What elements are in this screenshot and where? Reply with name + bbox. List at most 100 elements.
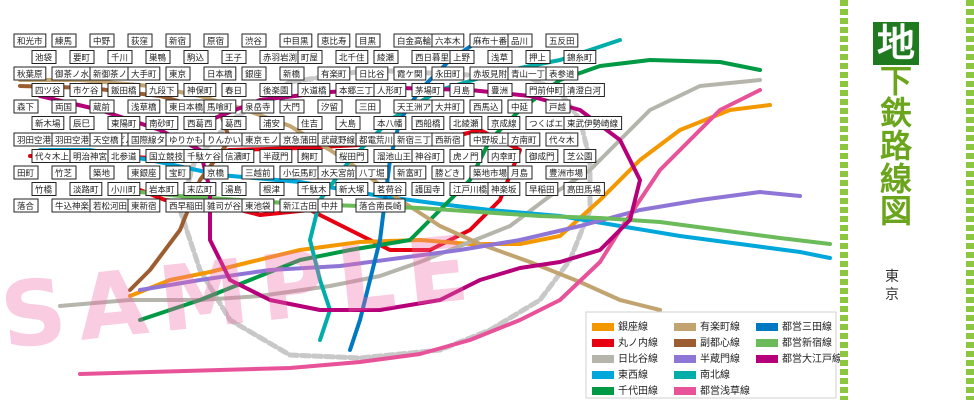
station-label: 落合 [17,201,35,212]
station: 恵比寿 [317,33,351,48]
station: 茗荷谷 [373,182,407,196]
station: 新宿 [165,33,191,48]
station: 住吉 [297,116,323,130]
station-label: 東陽町 [111,119,137,130]
station: 桜田門 [335,149,369,163]
station-label: 京成線 [491,119,517,130]
station: 神楽坂 [487,182,521,196]
station-label: 中目黒 [283,36,309,47]
station-box [297,149,323,163]
station-box [127,99,161,114]
station: 飯田橋 [107,83,141,97]
station-box [431,165,465,180]
station-box [507,165,533,180]
station-label: 門前仲町 [529,86,564,97]
station-box [525,182,559,196]
line-legend: 銀座線丸ノ内線日比谷線東西線千代田線有楽町線副都心線半蔵門線南北線都営浅草線都営… [584,310,842,400]
station: 中井 [317,198,343,213]
station-label: 秋葉原 [17,69,43,80]
station-label: 浦安 [263,119,280,130]
station: 東銀座 [127,165,161,180]
station-box [69,50,95,64]
legend-item: 有楽町線 [674,318,740,333]
station: 春日 [221,83,247,97]
station-label: 代々木 [549,135,575,146]
station-box [241,198,275,213]
station: 南砂町 [145,116,179,130]
station: 水道橋 [297,83,331,97]
station-label: 水道橋 [301,86,327,97]
station-box [51,99,77,114]
station-label: 竹芝 [55,168,73,179]
chiyoda-line [138,58,762,322]
station: 永田町 [431,66,465,81]
station: 水天宮前 [317,165,359,180]
legend-item: 都営浅草線 [674,382,750,397]
station-label: 浅草 [491,53,509,64]
station-label: 武蔵野線 [321,135,356,146]
station-label: 末広町 [187,185,213,196]
legend-label: 都営大江戸線 [782,354,842,365]
station: 品川 [507,33,533,48]
station-label: 上野 [453,54,471,64]
station-box [259,116,285,130]
legend-item: 東西線 [592,366,648,381]
station: 浅草橋 [127,99,161,114]
station-box [487,182,521,196]
station-label: 錦糸町 [567,53,593,64]
station-label: 千駄ケ谷 [187,152,222,163]
station-label: 東銀座 [131,168,157,179]
station-label: 麻布十番 [473,36,508,47]
station-label: 綾瀬 [377,53,395,64]
station: 銀座 [241,66,267,81]
station-box [221,149,255,163]
station-label: 高田馬場 [567,185,602,196]
station: 門前仲町 [525,83,567,97]
legend-swatch [592,323,614,331]
station-box [183,116,217,130]
station: 馬喰町 [203,99,237,114]
legend-swatch [674,371,696,379]
station-label: 小川町 [111,185,137,196]
station: 茅場町 [411,83,445,97]
legend-item: 日比谷線 [592,350,658,365]
station-label: 東京 [169,69,186,80]
legend-swatch [756,323,778,331]
station-label: 豊洲市場 [549,168,584,179]
station: 湯島 [221,182,247,196]
legend-label: 都営浅草線 [700,386,750,397]
station-label: 小伝馬町 [283,168,318,179]
title-char-3: 鉄 [879,94,912,133]
station-box [31,182,57,196]
station: 京急蒲田 [279,132,321,147]
station-label: 森下 [17,102,35,113]
station-label: 浅草橋 [131,102,157,113]
station-box [431,66,465,81]
station-label: 馬喰町 [207,102,233,113]
station-label: 新富町 [397,168,423,179]
station-label: 渋谷 [245,36,263,47]
station-label: 方南町 [511,135,537,146]
station-label: 水天宮前 [321,168,356,179]
station-label: 巣鴨 [149,53,167,64]
station: 月島 [507,165,533,180]
station: 練馬 [51,33,77,48]
station-box [127,33,153,48]
station-box [355,99,381,114]
hanzomon-line [138,190,802,292]
legend-swatch [756,339,778,347]
station-label: 茅場町 [415,86,441,97]
station-label: 後楽園 [263,86,289,97]
station-label: 西馬込 [473,102,499,113]
station: 小伝馬町 [279,165,321,180]
station-label: 天空橋 [93,135,119,146]
station-label: 恵比寿 [321,36,347,47]
station-label: 日比谷 [359,69,385,80]
station-label: 中野坂上 [473,135,508,146]
station-box [89,165,115,180]
legend-swatch [592,339,614,347]
station-box [355,33,381,48]
station-box [449,50,475,64]
station-label: 新御茶ノ水 [93,69,136,80]
